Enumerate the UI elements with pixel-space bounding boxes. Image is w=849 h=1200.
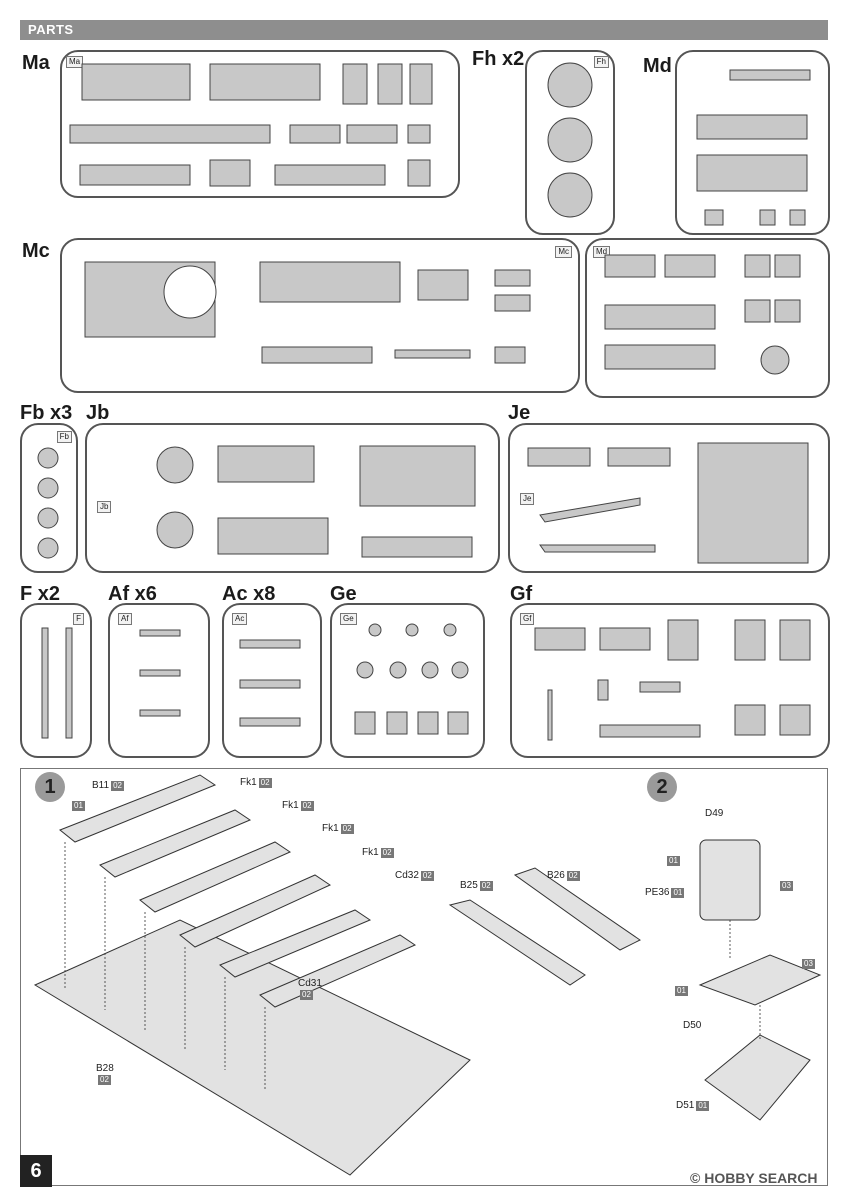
sprue-f-frame: F [20,603,92,758]
sprue-ac-label: Ac x8 [222,583,276,605]
section-title: PARTS [28,22,74,37]
sprue-ma-label: Ma [22,52,50,74]
sprue-md-label: Md [643,55,672,77]
section-header-bar: PARTS [20,20,828,40]
sprue-code-tag: Fb [56,431,72,443]
callout-tag-01: 01 [72,801,85,811]
watermark-logo: © HOBBY SEARCH [690,1170,818,1186]
sprue-code-tag: Ge [340,613,357,625]
assembly-steps-panel [20,768,828,1186]
callout-d49: D49 [705,808,724,819]
step-number-1: 1 [35,772,65,802]
sprue-gf-label: Gf [510,583,533,605]
sprue-je-label: Je [508,402,531,424]
sprue-ge-label: Ge [330,583,357,605]
sprue-fb-label: Fb x3 [20,402,73,424]
sprue-code-tag: Jb [97,501,112,513]
callout-tag-01-a: 01 [667,856,680,866]
sprue-fh-label: Fh x2 [472,48,525,70]
sprue-code-tag: Mc [555,246,572,258]
step-number-2: 2 [647,772,677,802]
sprue-jb-label: Jb [86,402,110,424]
sprue-code-tag: Ma [66,56,84,68]
sprue-code-tag: F [73,613,84,625]
sprue-af-label: Af x6 [108,583,157,605]
callout-tag-03-b: 03 [802,959,815,969]
sprue-f-label: F x2 [20,583,61,605]
sprue-code-tag: Af [118,613,132,625]
sprue-md-frame-upper [675,50,830,235]
callout-tag-03-a: 03 [780,881,793,891]
sprue-code-tag: Fh [593,56,609,68]
sprue-code-tag: Gf [520,613,535,625]
page-number: 6 [20,1155,52,1187]
sprue-code-tag: Je [520,493,535,505]
callout-tag-01-b: 01 [675,986,688,996]
sprue-mc-label: Mc [22,240,50,262]
callout-d50: D50 [683,1020,702,1031]
sprue-code-tag: Ac [232,613,248,625]
sprue-af-frame: Af [108,603,210,758]
